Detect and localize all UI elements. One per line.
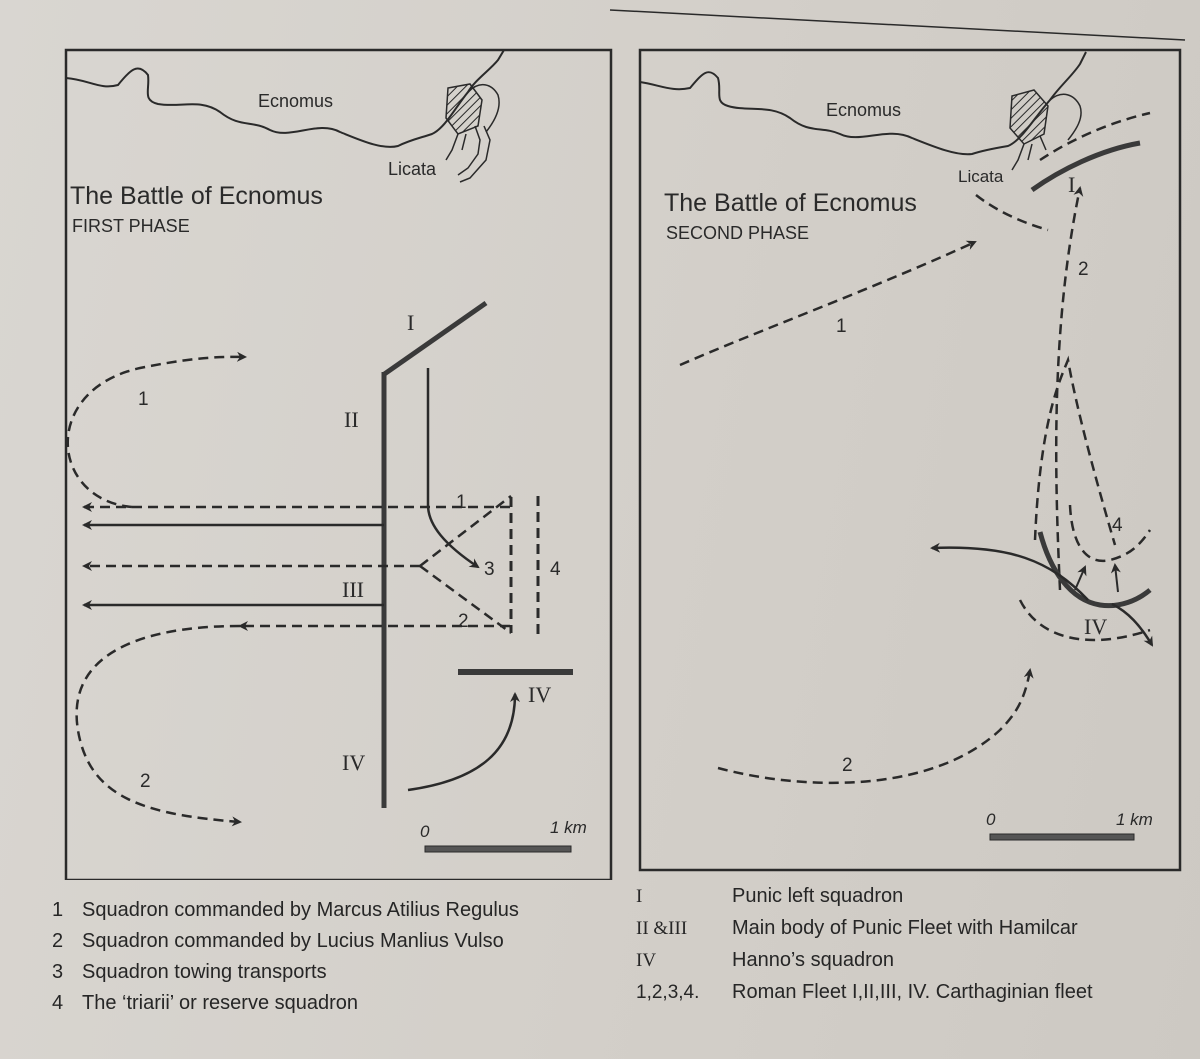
roman-route-1 [679,240,977,367]
map-title-left: The Battle of Ecnomus [70,182,323,210]
arrow-up-b [1110,563,1121,593]
label-IV-bottom-left: IV [342,750,365,775]
punic-escape-east [1111,602,1154,647]
map-subtitle-right: SECOND PHASE [666,223,809,243]
roman-wedge [419,495,512,635]
page-rule [609,9,1186,41]
roman-dash-near-licata [975,194,1049,232]
loop-2 [75,624,242,827]
river-left [467,84,500,133]
label-r2b-right: 2 [842,755,853,776]
harbour-left [445,125,491,183]
scale-zero-right: 0 [986,810,996,829]
hanno-arrow-left [407,692,520,792]
label-r1-right: 1 [836,316,847,337]
map-title-right: The Battle of Ecnomus [664,189,917,217]
arrow-up-a [1074,565,1087,591]
battle-maps: Ecnomus Licata The Battle of Ecnomus FIR… [64,9,1186,880]
label-II-left: II [344,407,359,432]
legend-text: Roman Fleet I,II,III, IV. Carthaginian f… [732,981,1093,1003]
legend-number: 4 [52,992,64,1014]
legend-text: Main body of Punic Fleet with Hamilcar [732,917,1078,939]
roman-dash-upper-coast [1039,111,1151,162]
legend-text: Squadron commanded by Marcus Atilius Reg… [82,899,519,921]
legend-row: 2 Squadron commanded by Lucius Manlius Vu… [52,926,519,957]
punic-squadron-IV-right [1037,531,1152,609]
label-III-left: III [342,577,364,602]
scale-bar-left [424,845,572,853]
punic-squadron-I-right [1030,140,1141,193]
legend-roman-squadrons: 1 Squadron commanded by Marcus Atilius Re… [52,895,519,1019]
label-r1-left: 1 [456,492,467,513]
panel-frame-right [638,48,1182,872]
label-r4-left: 4 [550,559,561,580]
town-licata-right: Licata [958,167,1004,186]
label-IV-right: IV [1084,614,1107,639]
legend-text: Hanno’s squadron [732,949,894,971]
legend-key: I [636,886,643,907]
legend-number: 3 [52,961,64,983]
roman-around-IV [1018,599,1151,642]
panel-first-phase: Ecnomus Licata The Battle of Ecnomus FIR… [64,48,613,880]
label-loop1: 1 [138,389,149,410]
label-r3-left: 3 [484,559,495,580]
loop-1 [66,351,247,509]
river-right [1049,93,1082,141]
legend-text: The ‘triarii’ or reserve squadron [82,992,359,1014]
legend-row: 4 The ‘triarii’ or reserve squadron [52,988,519,1019]
legend-text: Squadron commanded by Lucius Manlius Vul… [82,930,504,952]
legend-row: II &III Main body of Punic Fleet with Ham… [636,912,1093,944]
scale-one-right: 1 km [1116,810,1153,829]
town-hatch-right [1009,89,1049,145]
legend-row: 1,2,3,4. Roman Fleet I,II,III, IV. Cartha… [636,976,1093,1008]
legend-key: IV [636,950,657,971]
coastline-left [65,49,505,148]
town-ecnomus-right: Ecnomus [826,100,901,120]
scale-one-left: 1 km [550,818,587,837]
label-r2-right: 2 [1078,259,1089,280]
label-loop2: 2 [140,771,151,792]
squadron-3-arrow [426,368,480,569]
panel-frame-left [64,48,613,880]
label-I-left: I [407,310,414,335]
panel-second-phase: Ecnomus Licata The Battle of Ecnomus SEC… [638,48,1182,872]
legend-row: 3 Squadron towing transports [52,957,519,988]
roman-route-4-loop [1033,355,1117,546]
punic-squadron-I-left [381,300,488,378]
legend-text: Punic left squadron [732,885,904,907]
town-ecnomus-hatch-left [445,83,483,135]
label-r4-right: 4 [1112,515,1123,536]
scale-zero-left: 0 [420,822,430,841]
roman-route-2-north [1054,186,1084,591]
legend-key: 1,2,3,4. [636,982,700,1003]
map-subtitle-left: FIRST PHASE [72,216,190,236]
legend-key: II &III [636,918,688,939]
legend-number: 2 [52,930,64,952]
punic-escape-west [930,542,1089,601]
town-licata-left: Licata [388,159,437,179]
scale-bar-right [989,833,1135,841]
legend-row: 1 Squadron commanded by Marcus Atilius Re… [52,895,519,926]
roman-route-2-south [717,668,1034,785]
label-I-right: I [1068,172,1075,197]
label-IV-top-left: IV [528,682,551,707]
legend-row: I Punic left squadron [636,880,1093,912]
legend-text: Squadron towing transports [82,961,327,983]
legend-punic-squadrons: I Punic left squadron II &III Main body of… [636,880,1093,1008]
legend-row: IV Hanno’s squadron [636,944,1093,976]
town-ecnomus-left: Ecnomus [258,91,333,111]
roman-reserve-4-curve [1068,504,1152,563]
label-r2-left: 2 [458,611,469,632]
harbour-right [1011,135,1047,171]
legend-number: 1 [52,899,64,921]
